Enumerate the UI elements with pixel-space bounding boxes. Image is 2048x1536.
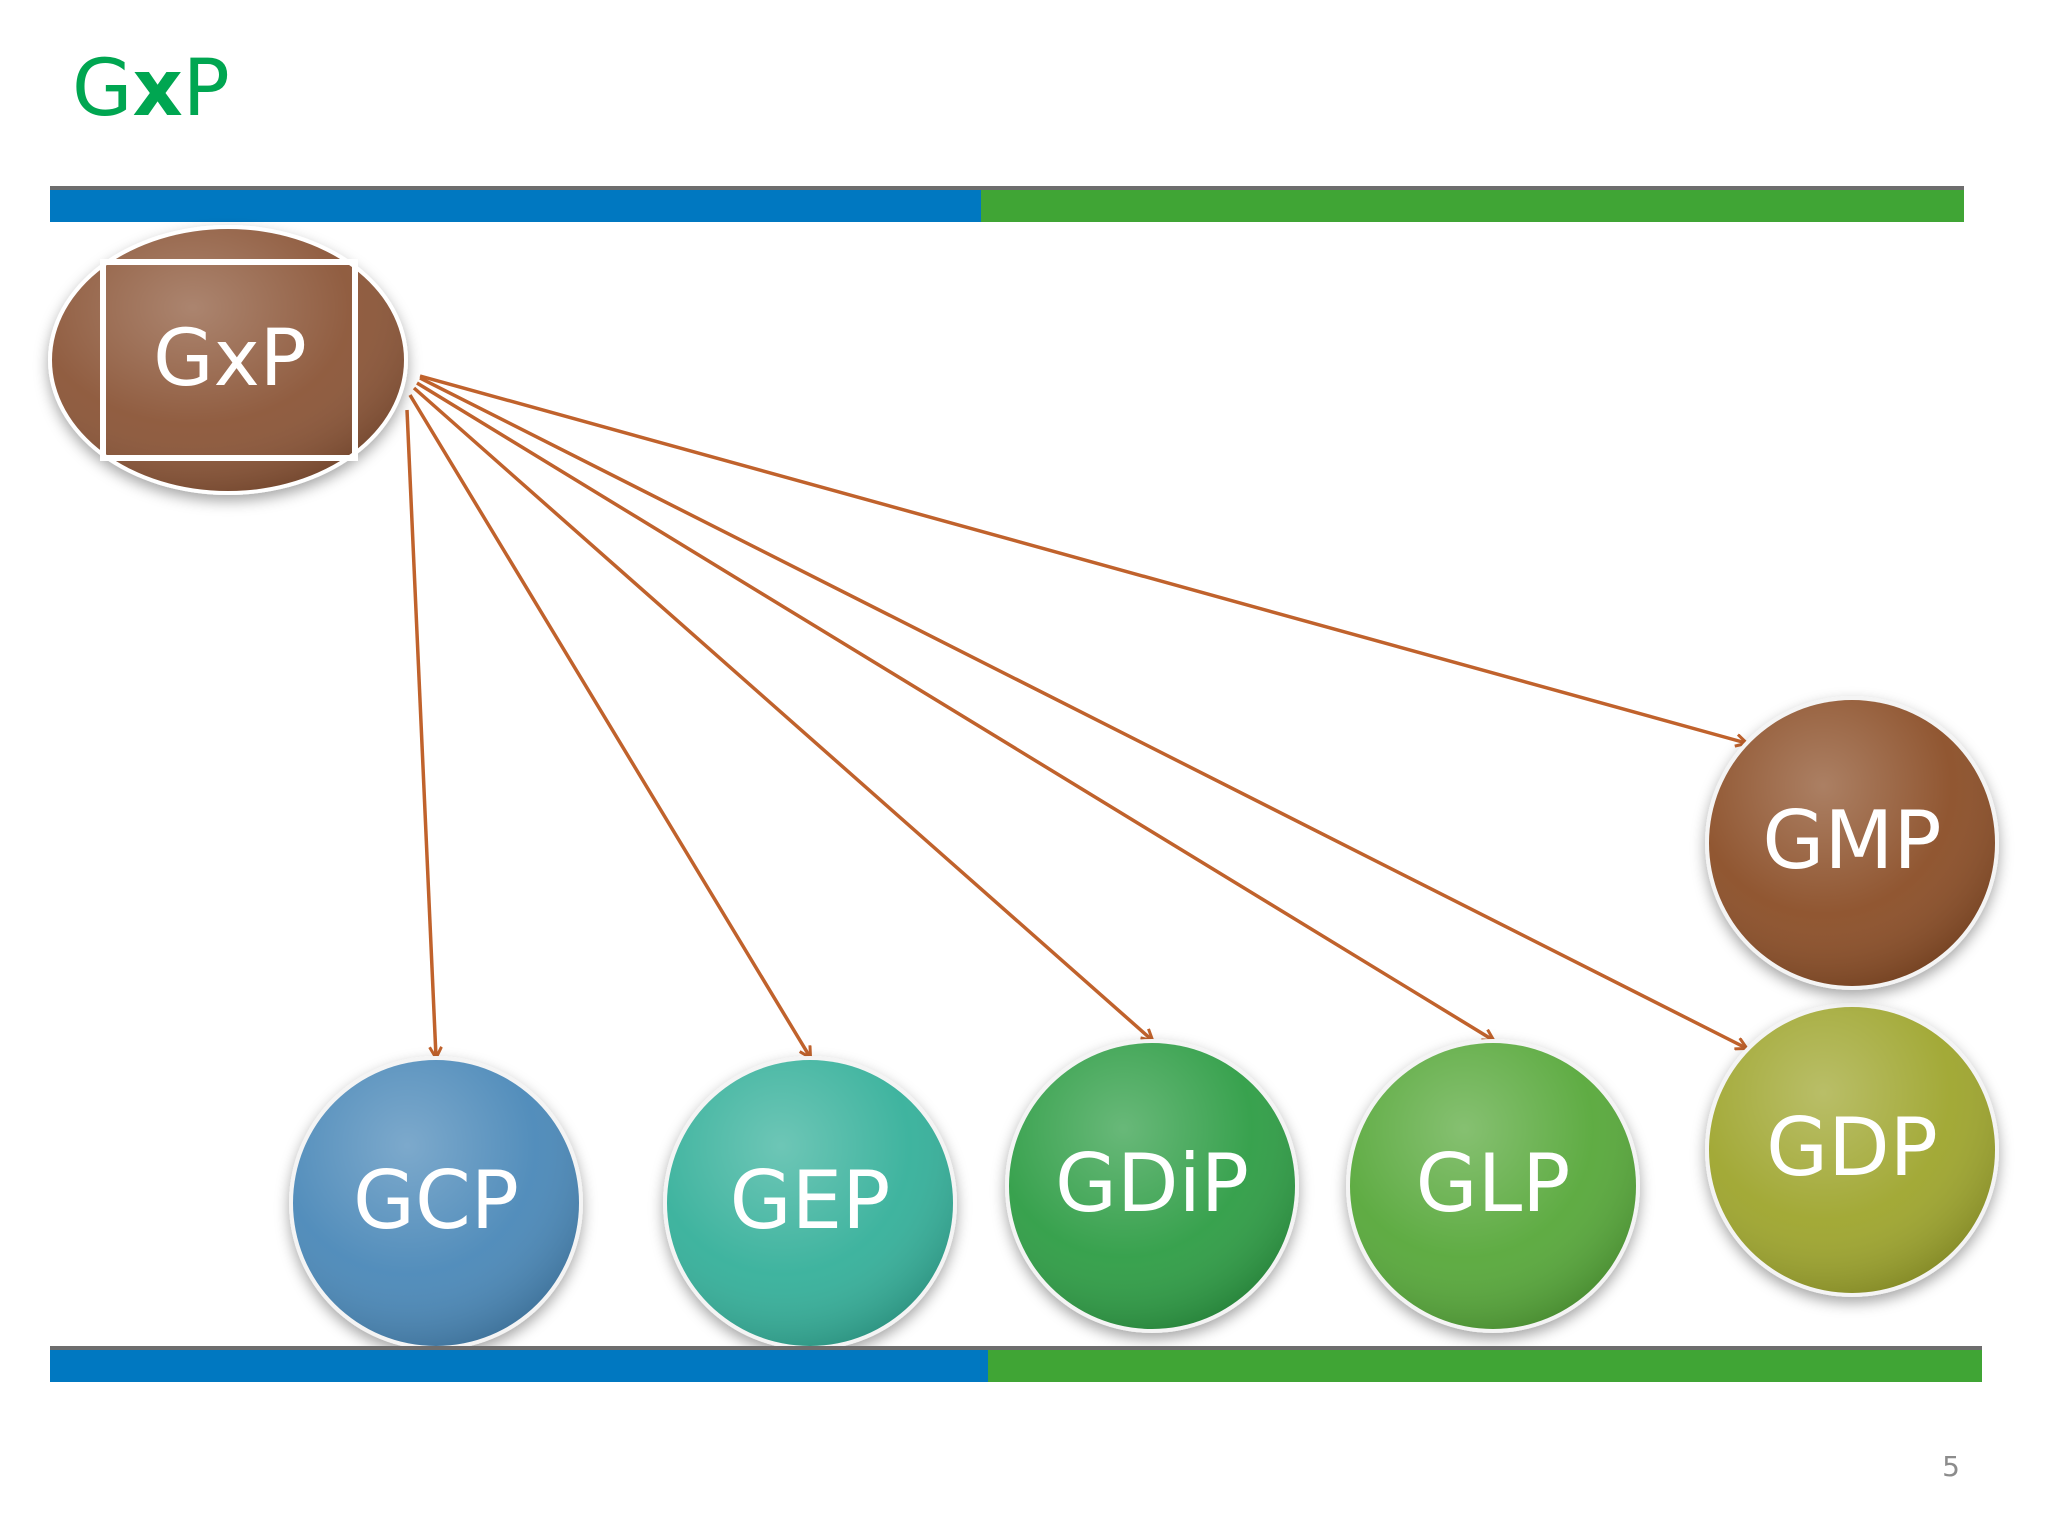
node-gmp: GMP: [1705, 696, 1999, 990]
slide-title: GxP: [72, 50, 230, 128]
page-number: 5: [1942, 1450, 1960, 1483]
node-gcp-label: GCP: [353, 1154, 519, 1247]
arrow-to-gdip: [412, 386, 1152, 1040]
arrow-to-glp: [416, 381, 1493, 1040]
node-gep: GEP: [663, 1056, 957, 1350]
bottom-divider-line: [50, 1346, 1982, 1350]
node-gep-label: GEP: [730, 1154, 891, 1247]
node-gdp-label: GDP: [1766, 1101, 1938, 1194]
node-gdp: GDP: [1705, 1003, 1999, 1297]
top-divider-green: [981, 190, 1964, 222]
arrow-to-gmp: [419, 374, 1746, 743]
bottom-divider-green: [988, 1350, 1982, 1382]
arrows-layer: [405, 374, 1746, 1057]
root-node-label: GxP: [153, 314, 307, 404]
top-divider-band: [50, 186, 1964, 222]
top-divider-line: [50, 186, 1964, 190]
arrow-to-gcp: [405, 409, 436, 1057]
node-gmp-label: GMP: [1762, 794, 1941, 887]
arrow-to-gdp: [419, 376, 1746, 1048]
bottom-divider-blue: [50, 1350, 988, 1382]
node-glp-label: GLP: [1416, 1137, 1571, 1230]
bottom-divider-band: [50, 1346, 1982, 1382]
node-glp: GLP: [1346, 1039, 1640, 1333]
node-gdip: GDiP: [1005, 1039, 1299, 1333]
title-g: G: [72, 44, 133, 134]
nodes-layer: GCP GEP GDiP GLP GDP GMP: [289, 696, 1999, 1350]
arrow-to-gep: [408, 394, 810, 1057]
node-gcp: GCP: [289, 1056, 583, 1350]
root-node: GxP: [48, 225, 408, 495]
node-gdip-label: GDiP: [1055, 1137, 1249, 1230]
top-divider-blue: [50, 190, 981, 222]
title-p: P: [182, 44, 230, 134]
title-x: x: [132, 44, 183, 134]
